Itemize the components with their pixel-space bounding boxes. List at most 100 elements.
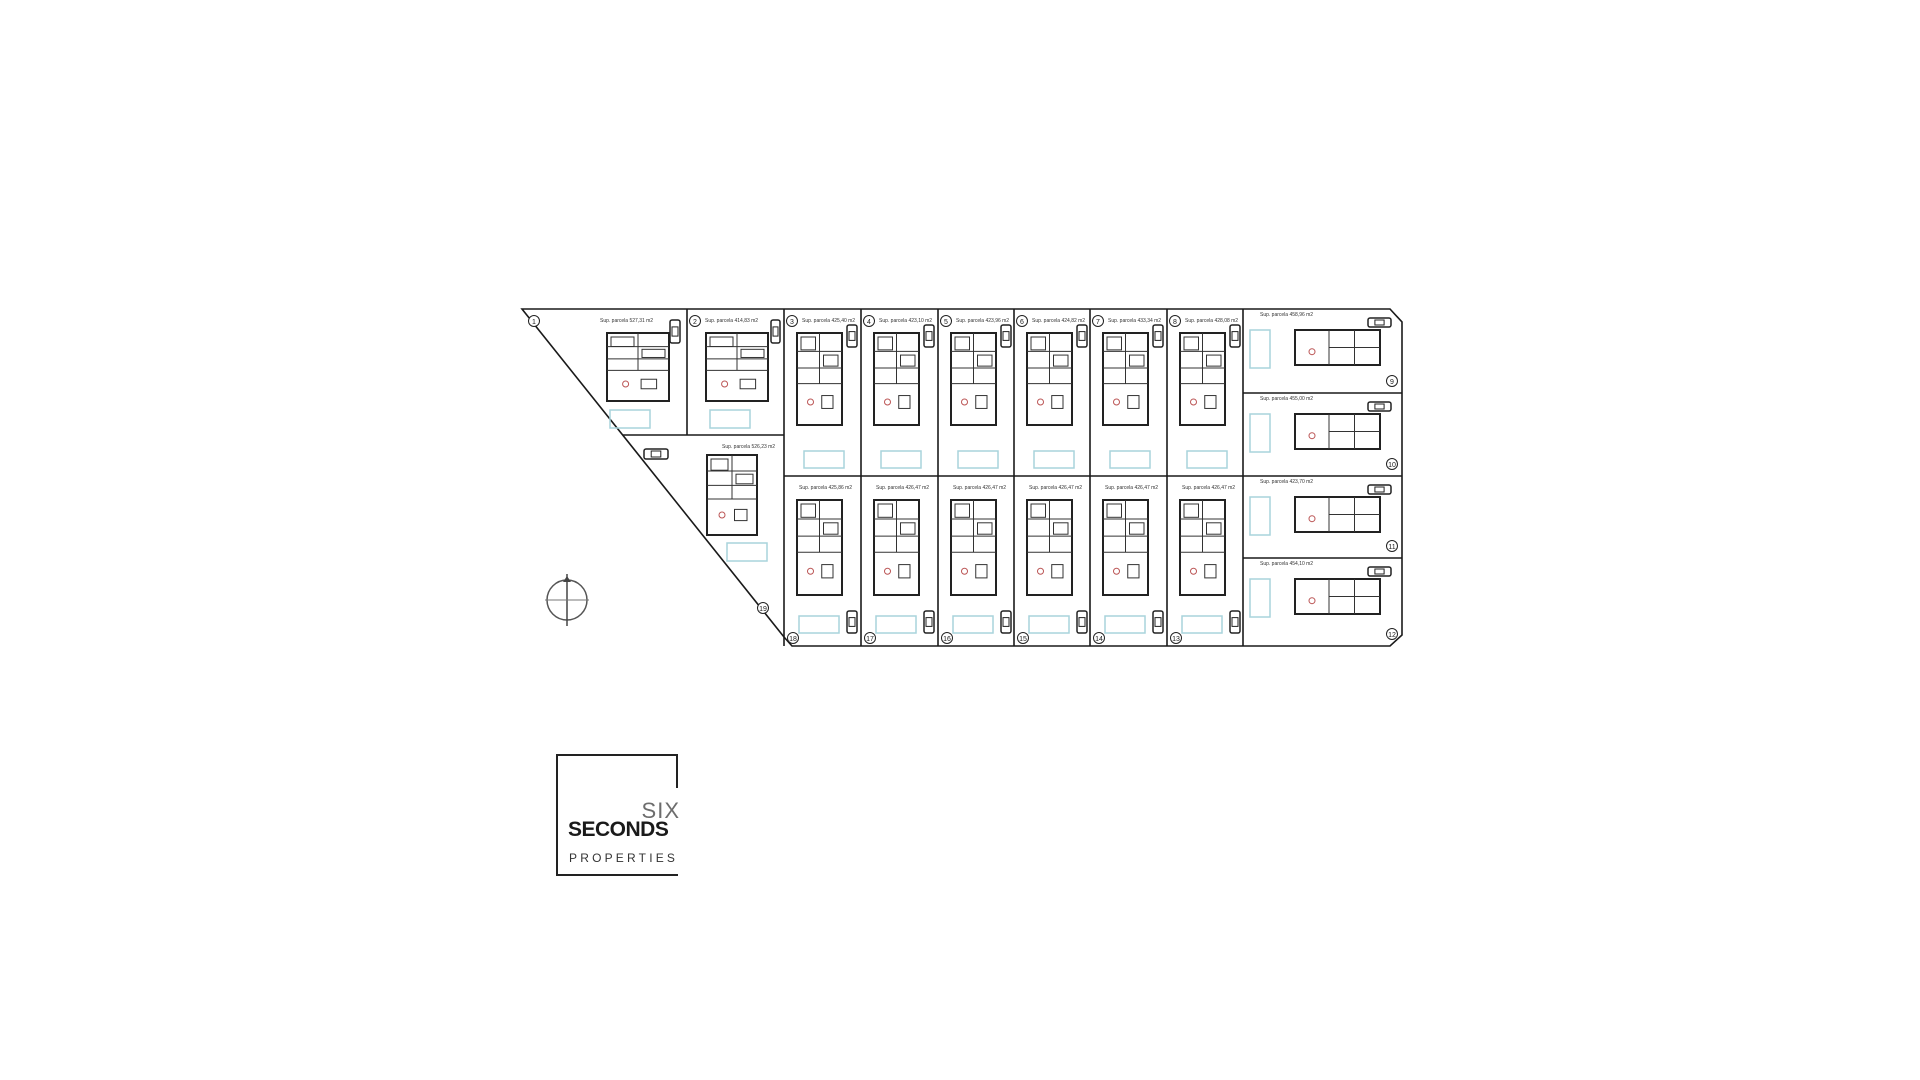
pool [1109,450,1151,469]
bedroom [740,348,765,358]
plot-number-circle [757,602,769,614]
car-window [671,326,679,337]
sofa [898,564,911,579]
bedroom [800,336,816,351]
car-icon [923,324,935,348]
bedroom [641,348,666,358]
bedroom [1053,354,1069,367]
plot-area: Sup. parcela 425,86 m2 [799,485,852,491]
bedroom [877,336,893,351]
site-boundary [520,308,1403,647]
bedroom [1206,354,1222,367]
car-window [1374,403,1385,410]
plot-number-circle [863,315,875,327]
car-window [772,326,779,337]
plot-number: 2 [693,319,697,326]
logo-seconds: SECONDS [568,818,669,841]
table [1308,348,1316,356]
table [721,380,729,388]
plot-number-circle [864,632,876,644]
plot-area: Sup. parcela 454,10 m2 [1260,561,1313,567]
bedroom [954,503,970,518]
logo-properties: PROPERTIES [569,851,679,865]
bedroom [610,336,635,348]
car-window [1374,568,1385,575]
pool [952,615,994,634]
bedroom [1183,336,1199,351]
bedroom [954,336,970,351]
bedroom [1030,336,1046,351]
table [884,398,891,406]
plot-number-circle [1169,315,1181,327]
plot-number: 4 [867,319,871,326]
plot-number-circle [1017,632,1029,644]
plot-number: 3 [790,319,794,326]
bedroom [900,354,916,367]
plot-number-circle [1170,632,1182,644]
sofa [975,395,988,409]
car-window [1078,331,1086,341]
car-icon [1000,610,1012,634]
site-boundary-line [520,308,1403,647]
car-icon [770,319,781,344]
car-icon [1367,401,1392,412]
plot-9: Sup. parcela 458,96 m29 [1249,312,1398,387]
bedroom [710,458,729,471]
plot-number: 12 [1388,632,1396,639]
table [1190,398,1197,406]
bedroom [823,354,839,367]
pool [726,542,768,562]
table [961,398,968,406]
car-icon [1229,610,1241,634]
bedroom [735,473,754,485]
car-icon [1152,610,1164,634]
table [807,567,814,575]
logo-six: SIX [641,798,680,823]
bedroom [977,522,993,535]
plot-number-circle [689,315,701,327]
plot-number: 14 [1095,636,1103,643]
table [718,511,726,519]
bedroom [1129,522,1145,535]
plot-area: Sup. parcela 455,00 m2 [1260,396,1313,402]
bedroom [877,503,893,518]
table [1037,398,1044,406]
pool [957,450,999,469]
plot-14: 14 Sup. parcela 426,47 m2 [1093,485,1164,644]
sofa [1051,395,1064,409]
bedroom [1053,522,1069,535]
plot-number: 15 [1019,636,1027,643]
car-window [1078,617,1086,627]
plot-number: 17 [866,636,874,643]
plot-area: Sup. parcela 526,23 m2 [722,444,775,450]
sofa [975,564,988,579]
plot-number-circle [786,315,798,327]
car-window [848,617,856,627]
car-icon [923,610,935,634]
car-window [650,450,662,458]
sofa [1051,564,1064,579]
pool [1186,450,1228,469]
plot-number: 10 [1388,462,1396,469]
table [1308,597,1316,605]
pool [880,450,922,469]
plot-area: Sup. parcela 424,82 m2 [1032,318,1085,324]
bedroom [1106,336,1122,351]
plot-area: Sup. parcela 433,34 m2 [1108,318,1161,324]
plot-number: 1 [532,319,536,326]
plot-area: Sup. parcela 426,47 m2 [1105,485,1158,491]
table [1190,567,1197,575]
table [1037,567,1044,575]
table [1113,567,1120,575]
car-icon [1000,324,1012,348]
sofa [1204,395,1217,409]
plot-number-circle [1092,315,1104,327]
